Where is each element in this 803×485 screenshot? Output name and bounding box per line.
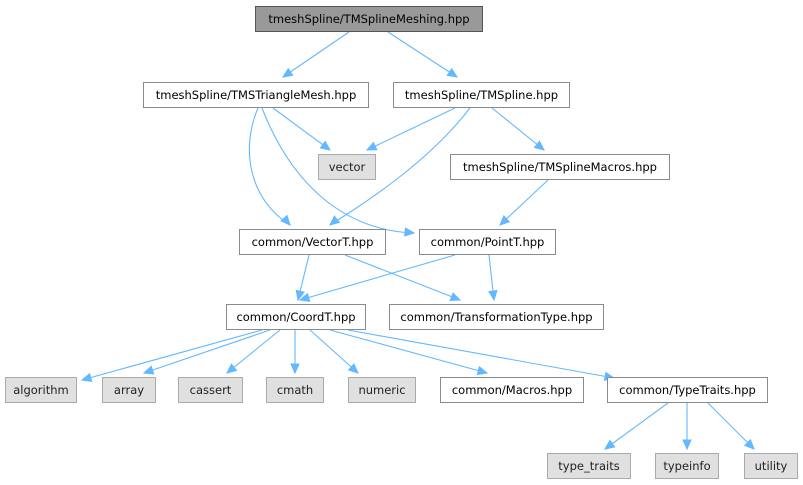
node-array: array bbox=[102, 377, 156, 403]
coordt-to-algorithm-arrowhead bbox=[80, 372, 93, 383]
tri-to-pointt-edge bbox=[261, 107, 415, 234]
node-algorithm: algorithm bbox=[5, 377, 77, 403]
coordt-to-cassert-edge bbox=[226, 329, 281, 374]
coordt-to-typetraits-edge bbox=[347, 329, 615, 379]
vectort-to-transf-edge bbox=[344, 254, 461, 301]
coordt-to-numeric-edge bbox=[309, 329, 359, 374]
coordt-to-array-arrowhead bbox=[142, 365, 155, 375]
tms-to-vector-arrowhead bbox=[365, 141, 378, 151]
typetraits-to-utility-arrowhead bbox=[743, 438, 755, 450]
tms-to-macros-edge bbox=[491, 107, 545, 151]
node-numeric: numeric bbox=[348, 377, 416, 403]
coordt-to-cmacros-edge bbox=[329, 329, 488, 374]
node-typetraits[interactable]: common/TypeTraits.hpp bbox=[607, 377, 768, 403]
coordt-to-numeric-arrowhead bbox=[347, 363, 359, 374]
tri-to-vectort-edge bbox=[248, 107, 291, 226]
coordt-to-cmath-arrowhead bbox=[290, 363, 300, 375]
pointt-to-coordt-arrowhead bbox=[298, 292, 311, 302]
node-typeinfo: typeinfo bbox=[655, 453, 719, 479]
pointt-to-transf-arrowhead bbox=[488, 290, 498, 302]
node-coordt[interactable]: common/CoordT.hpp bbox=[226, 304, 366, 330]
node-transformationtype[interactable]: common/TransformationType.hpp bbox=[389, 304, 604, 330]
node-common-macros[interactable]: common/Macros.hpp bbox=[440, 377, 584, 403]
coordt-to-cassert-arrowhead bbox=[226, 363, 238, 374]
tms-to-macros-arrowhead bbox=[533, 140, 545, 151]
node-utility: utility bbox=[744, 453, 798, 479]
node-tmsplinemeshing: tmeshSpline/TMSplineMeshing.hpp bbox=[255, 6, 483, 32]
tms-to-vector-edge bbox=[366, 107, 456, 151]
typetraits-to-typeinfo-arrowhead bbox=[682, 439, 692, 451]
macros-to-pointt-arrowhead bbox=[499, 215, 511, 226]
root-to-tri-edge bbox=[282, 31, 350, 78]
node-vectort[interactable]: common/VectorT.hpp bbox=[239, 229, 386, 255]
node-tmstrianglemesh[interactable]: tmeshSpline/TMSTriangleMesh.hpp bbox=[143, 82, 369, 108]
root-to-tri-arrowhead bbox=[281, 67, 294, 78]
node-tmspline[interactable]: tmeshSpline/TMSpline.hpp bbox=[393, 82, 570, 108]
coordt-to-cmacros-arrowhead bbox=[476, 365, 489, 376]
root-to-tms-arrowhead bbox=[446, 67, 459, 78]
typetraits-to-type_traits-edge bbox=[604, 402, 669, 450]
macros-to-pointt-edge bbox=[499, 179, 549, 226]
node-cmath: cmath bbox=[266, 377, 324, 403]
coordt-to-algorithm-edge bbox=[81, 329, 263, 381]
pointt-to-coordt-edge bbox=[299, 254, 456, 301]
tms-to-vectort-edge bbox=[329, 107, 471, 226]
node-vector: vector bbox=[318, 154, 376, 180]
tri-to-vector-arrowhead bbox=[319, 140, 331, 151]
typetraits-to-utility-edge bbox=[707, 402, 755, 450]
vectort-to-transf-arrowhead bbox=[449, 292, 462, 301]
tri-to-pointt-arrowhead bbox=[404, 227, 416, 237]
node-cassert: cassert bbox=[178, 377, 243, 403]
tms-to-vectort-arrowhead bbox=[329, 215, 341, 226]
tri-to-vector-edge bbox=[272, 107, 331, 151]
node-tmsplinemacros[interactable]: tmeshSpline/TMSplineMacros.hpp bbox=[450, 154, 670, 180]
coordt-to-array-edge bbox=[143, 329, 271, 374]
node-pointt[interactable]: common/PointT.hpp bbox=[419, 229, 556, 255]
typetraits-to-type_traits-arrowhead bbox=[604, 439, 616, 450]
root-to-tms-edge bbox=[387, 31, 458, 78]
node-type-traits-std: type_traits bbox=[547, 453, 631, 479]
tri-to-vectort-arrowhead bbox=[280, 214, 291, 226]
vectort-to-coordt-arrowhead bbox=[295, 289, 305, 302]
